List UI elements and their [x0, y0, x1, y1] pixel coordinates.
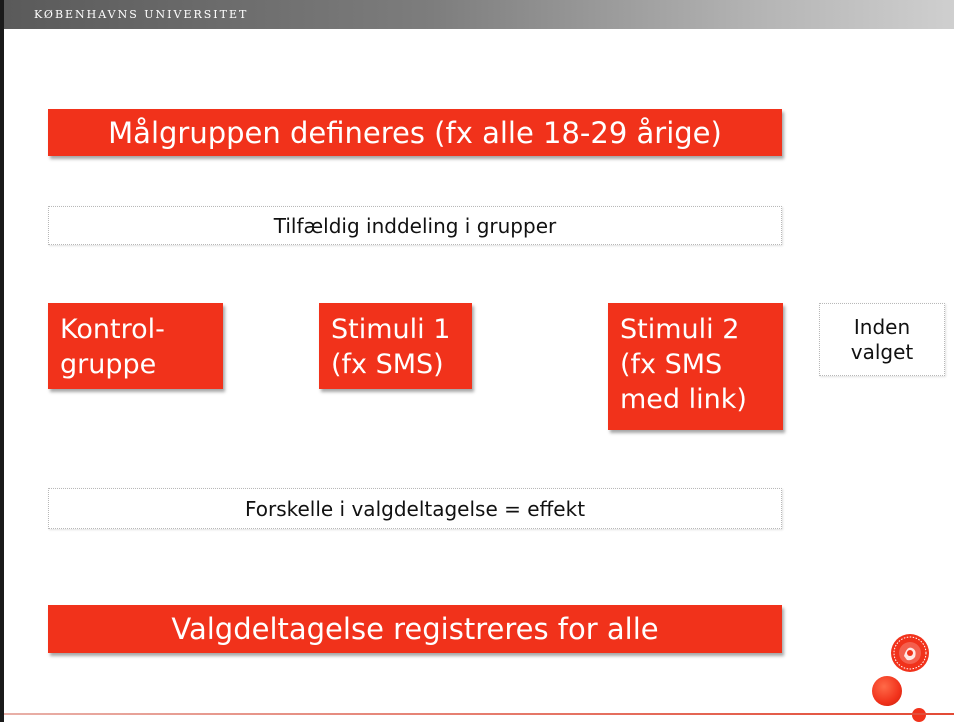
timing-box: Inden valget: [819, 303, 945, 376]
timing-line-2: valget: [850, 339, 914, 364]
control-group-line-2: gruppe: [60, 349, 157, 380]
stimuli-2-box: Stimuli 2 (fx SMS med link): [608, 303, 783, 430]
header-bar: KØBENHAVNS UNIVERSITET: [4, 0, 954, 29]
stimuli-1-line-2: (fx SMS): [331, 349, 444, 380]
stimuli-2-line-3: med link): [620, 384, 747, 415]
left-border: [0, 0, 4, 722]
university-seal-icon: [891, 634, 929, 672]
stimuli-1-line-1: Stimuli 1: [331, 314, 451, 345]
institution-name: KØBENHAVNS UNIVERSITET: [34, 8, 249, 21]
target-group-box: Målgruppen defineres (fx alle 18-29 årig…: [48, 109, 782, 156]
timing-line-1: Inden: [853, 314, 911, 339]
difference-box: Forskelle i valgdeltagelse = effekt: [48, 488, 782, 529]
stimuli-2-line-2: (fx SMS: [620, 349, 723, 380]
stimuli-2-line-1: Stimuli 2: [620, 314, 740, 345]
decorative-circle-large: [872, 676, 902, 706]
bottom-rule: [4, 713, 954, 715]
control-group-line-1: Kontrol-: [60, 314, 165, 345]
decorative-circle-small: [912, 708, 926, 722]
stimuli-1-box: Stimuli 1 (fx SMS): [319, 303, 472, 389]
registration-box: Valgdeltagelse registreres for alle: [48, 605, 782, 653]
control-group-box: Kontrol- gruppe: [48, 303, 223, 389]
random-split-box: Tilfældig inddeling i grupper: [48, 206, 782, 245]
